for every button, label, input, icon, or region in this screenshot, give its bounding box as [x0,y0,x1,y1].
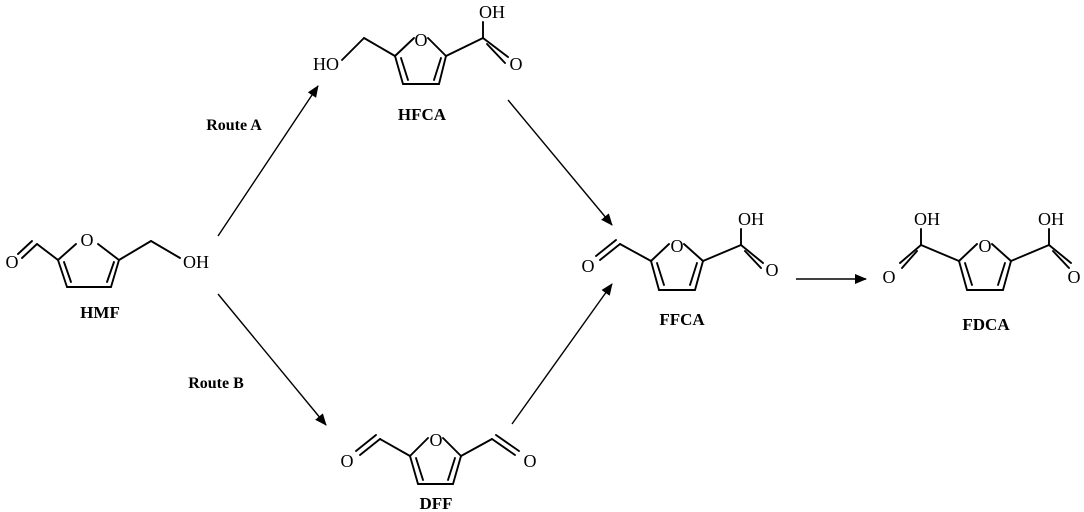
hfca-bonds [341,21,509,85]
ffca-aldehyde-oxygen: O [582,256,595,276]
fdca-carbonyl-oxygen-right: O [1068,267,1081,287]
hmf-bonds [17,240,181,288]
hfca-hydroxyl-left: HO [313,54,339,74]
fdca-acid-hydroxyl-left: OH [914,209,940,229]
dff-ring-oxygen: O [430,430,443,450]
dff-label: DFF [419,494,452,512]
hmf-aldehyde-oxygen: O [6,252,19,272]
fdca-acid-hydroxyl-right: OH [1038,209,1064,229]
dff-molecule: O O O DFF [341,430,537,512]
fdca-label: FDCA [962,315,1010,334]
fdca-ring-oxygen: O [979,236,992,256]
route-a-label: Route A [206,117,262,134]
hfca-acid-hydroxyl: OH [479,2,505,22]
route-b-label: Route B [188,375,244,392]
arrow-hmf-to-hfca [217,85,319,237]
hfca-label: HFCA [398,105,447,124]
hfca-ring-oxygen: O [415,30,428,50]
hmf-label: HMF [80,303,120,322]
hmf-molecule: O O OH HMF [6,230,210,322]
hmf-hydroxyl: OH [183,252,209,272]
dff-bonds [355,434,520,485]
fdca-carbonyl-oxygen-left: O [883,267,896,287]
arrow-hmf-to-dff [217,293,327,426]
ffca-molecule: O O OH O FFCA [582,209,779,329]
arrow-hfca-to-ffca [507,99,613,226]
ffca-label: FFCA [659,310,705,329]
hfca-carbonyl-oxygen: O [510,54,523,74]
reaction-arrows [217,85,867,426]
fdca-bonds [899,228,1072,291]
ffca-carbonyl-oxygen: O [766,260,779,280]
ffca-bonds [595,228,764,291]
arrow-dff-to-ffca [511,283,613,425]
dff-aldehyde-oxygen-right: O [524,451,537,471]
ffca-ring-oxygen: O [671,236,684,256]
ffca-acid-hydroxyl: OH [738,209,764,229]
dff-aldehyde-oxygen-left: O [341,451,354,471]
fdca-molecule: O OH O OH O FDCA [883,209,1081,334]
hmf-ring-oxygen: O [81,230,94,250]
hfca-molecule: O HO OH O HFCA [313,2,523,124]
